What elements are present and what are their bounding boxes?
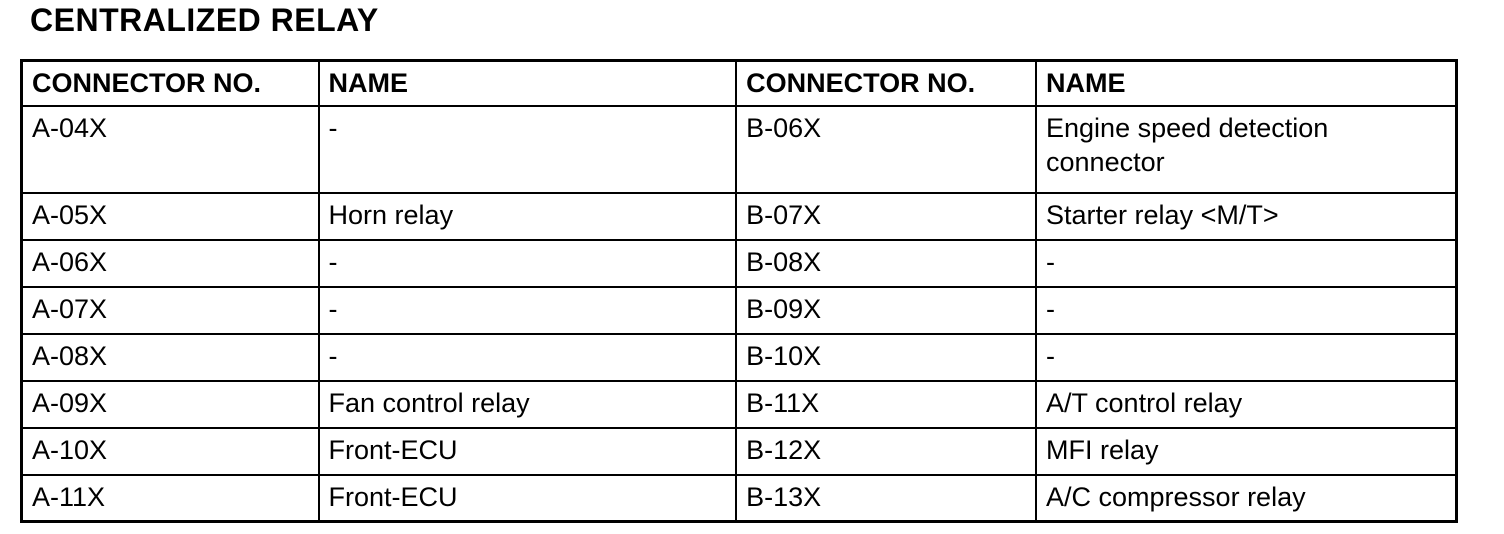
name-cell: Front-ECU [317,426,738,476]
connector-no-cell: A-10X [20,426,320,476]
name-cell: - [1035,238,1458,288]
connector-no-cell: B-09X [735,285,1038,335]
table-row: A-08X-B-10X- [20,332,1458,382]
connector-no-cell: A-09X [20,379,320,429]
name-cell: Starter relay <M/T> [1035,191,1458,241]
connector-no-cell: B-07X [735,191,1038,241]
table-row: A-06X-B-08X- [20,238,1458,288]
name-cell: - [317,285,738,335]
name-cell: Engine speed detection connector [1035,104,1458,194]
name-cell: - [317,104,738,194]
name-cell: A/T control relay [1035,379,1458,429]
name-cell: - [1035,285,1458,335]
connector-no-cell: A-07X [20,285,320,335]
header-connector-no-right: CONNECTOR NO. [735,59,1038,107]
name-cell: - [317,238,738,288]
table-header: CONNECTOR NO. NAME CONNECTOR NO. NAME [20,59,1458,107]
centralized-relay-table: CONNECTOR NO. NAME CONNECTOR NO. NAME A-… [20,59,1458,524]
connector-no-cell: A-05X [20,191,320,241]
header-connector-no-left: CONNECTOR NO. [20,59,320,107]
page-title: CENTRALIZED RELAY [30,2,379,38]
connector-no-cell: A-08X [20,332,320,382]
table-row: A-07X-B-09X- [20,285,1458,335]
connector-no-cell: A-04X [20,104,320,194]
name-cell: - [1035,332,1458,382]
name-cell: Front-ECU [317,473,738,523]
header-row: CONNECTOR NO. NAME CONNECTOR NO. NAME [20,59,1458,107]
header-name-left: NAME [317,59,738,107]
name-cell: - [317,332,738,382]
header-name-right: NAME [1035,59,1458,107]
name-cell: Horn relay [317,191,738,241]
connector-no-cell: A-11X [20,473,320,523]
connector-no-cell: A-06X [20,238,320,288]
connector-no-cell: B-06X [735,104,1038,194]
connector-no-cell: B-11X [735,379,1038,429]
name-cell: A/C compressor relay [1035,473,1458,523]
connector-no-cell: B-13X [735,473,1038,523]
name-cell: MFI relay [1035,426,1458,476]
name-cell: Fan control relay [317,379,738,429]
connector-no-cell: B-08X [735,238,1038,288]
connector-no-cell: B-10X [735,332,1038,382]
connector-no-cell: B-12X [735,426,1038,476]
